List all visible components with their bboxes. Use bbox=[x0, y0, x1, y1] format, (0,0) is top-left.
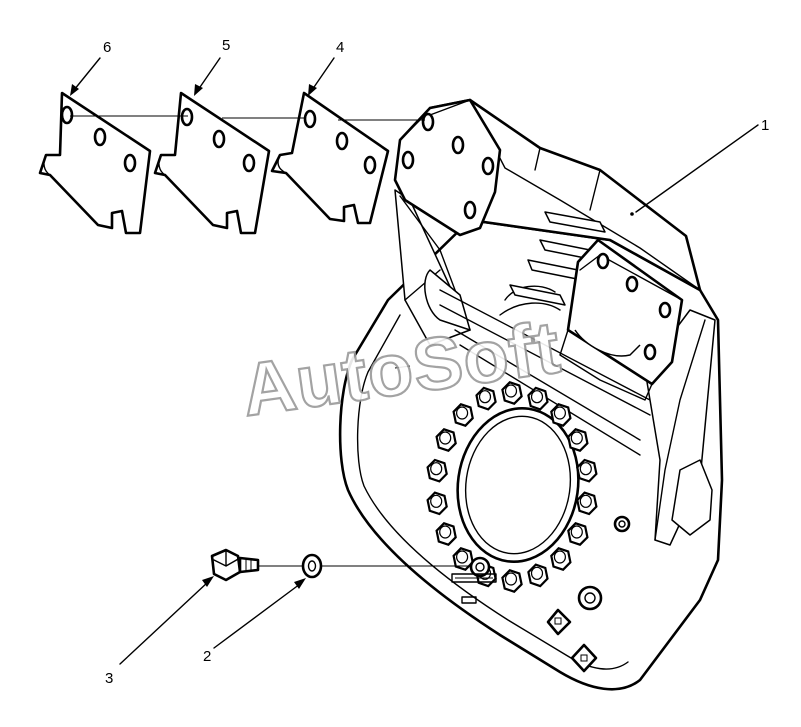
bolt-head-top bbox=[570, 431, 583, 445]
housing-ring-opening bbox=[456, 406, 580, 564]
bolt-head-top bbox=[439, 431, 452, 445]
bolt-part-3 bbox=[210, 548, 260, 582]
bolt-circle bbox=[426, 381, 598, 593]
callout-1: 1 bbox=[761, 117, 769, 134]
bolt-head-top bbox=[579, 494, 592, 508]
housing-top-plate bbox=[393, 98, 502, 237]
housing-part-1 bbox=[338, 98, 724, 691]
leader-lines bbox=[70, 57, 759, 665]
bolt-head-top bbox=[570, 525, 583, 539]
shim-plate-5 bbox=[153, 91, 271, 235]
bolt-head-top bbox=[504, 572, 518, 586]
bolt-head-top bbox=[504, 384, 518, 398]
shim-plate-6 bbox=[38, 91, 152, 235]
bolt-head-top bbox=[456, 406, 469, 420]
callout-4: 4 bbox=[336, 39, 344, 56]
washer-part-2 bbox=[301, 553, 323, 579]
shim-alignment-line bbox=[70, 115, 425, 121]
shim-plate-4 bbox=[270, 91, 390, 225]
callout-5: 5 bbox=[222, 37, 230, 54]
bolt-head-top bbox=[430, 462, 443, 476]
bolt-head-top bbox=[530, 566, 544, 580]
callout-6: 6 bbox=[103, 39, 111, 56]
bolt-head-top bbox=[430, 494, 443, 508]
bolt-head-top bbox=[579, 462, 592, 476]
bolt-head-top bbox=[553, 550, 567, 564]
callout-2: 2 bbox=[203, 648, 211, 665]
bolt-head-top bbox=[478, 390, 492, 404]
callout-3: 3 bbox=[105, 670, 113, 687]
bolt-head-top bbox=[456, 550, 469, 564]
bolt-head-top bbox=[553, 406, 567, 420]
bolt-head-top bbox=[530, 390, 544, 404]
bolt-head-top bbox=[439, 525, 452, 539]
